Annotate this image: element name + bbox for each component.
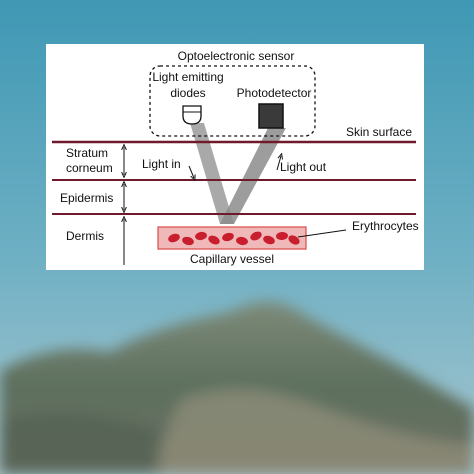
photodetector-icon: [258, 103, 284, 129]
sensor-title: Optoelectronic sensor: [178, 49, 295, 63]
erythrocyte: [195, 231, 207, 241]
light-out-arrow: [276, 156, 281, 171]
light-out-beam: [220, 128, 286, 224]
skin-surface-label: Skin surface: [346, 125, 412, 139]
erythrocytes-label: Erythrocytes: [352, 219, 419, 233]
diagram-card: Optoelectronic sensor Light emitting dio…: [46, 44, 424, 270]
light-in-beam: [190, 123, 234, 224]
erythrocytes-pointer: [297, 229, 347, 238]
led-icon: [182, 105, 202, 125]
photodetector-label: Photodetector: [237, 86, 312, 100]
blurred-mountain: [0, 301, 474, 474]
erythrocyte: [208, 235, 220, 245]
light-in-arrow: [188, 165, 194, 178]
dermis-label: Dermis: [66, 229, 104, 243]
ppg-sensor-diagram: Optoelectronic sensor Light emitting dio…: [52, 49, 419, 266]
erythrocyte: [222, 232, 234, 242]
erythrocyte: [250, 231, 262, 241]
stratum-label-line1: Stratum: [66, 146, 108, 160]
erythrocyte: [276, 231, 288, 241]
erythrocyte: [288, 235, 300, 245]
epidermis-label: Epidermis: [60, 191, 113, 205]
erythrocyte: [168, 233, 180, 243]
light-out-label: Light out: [280, 160, 327, 174]
stratum-label-line2: corneum: [66, 161, 113, 175]
capillary-vessel-label: Capillary vessel: [190, 252, 274, 266]
erythrocytes-group: [168, 231, 300, 246]
erythrocyte: [182, 236, 194, 246]
erythrocyte: [236, 236, 248, 246]
led-label-line1: Light emitting: [152, 70, 223, 84]
light-in-label: Light in: [142, 157, 181, 171]
sensor-dashed-box: [149, 65, 316, 137]
erythrocyte: [263, 235, 275, 245]
led-label-line2: diodes: [170, 86, 205, 100]
